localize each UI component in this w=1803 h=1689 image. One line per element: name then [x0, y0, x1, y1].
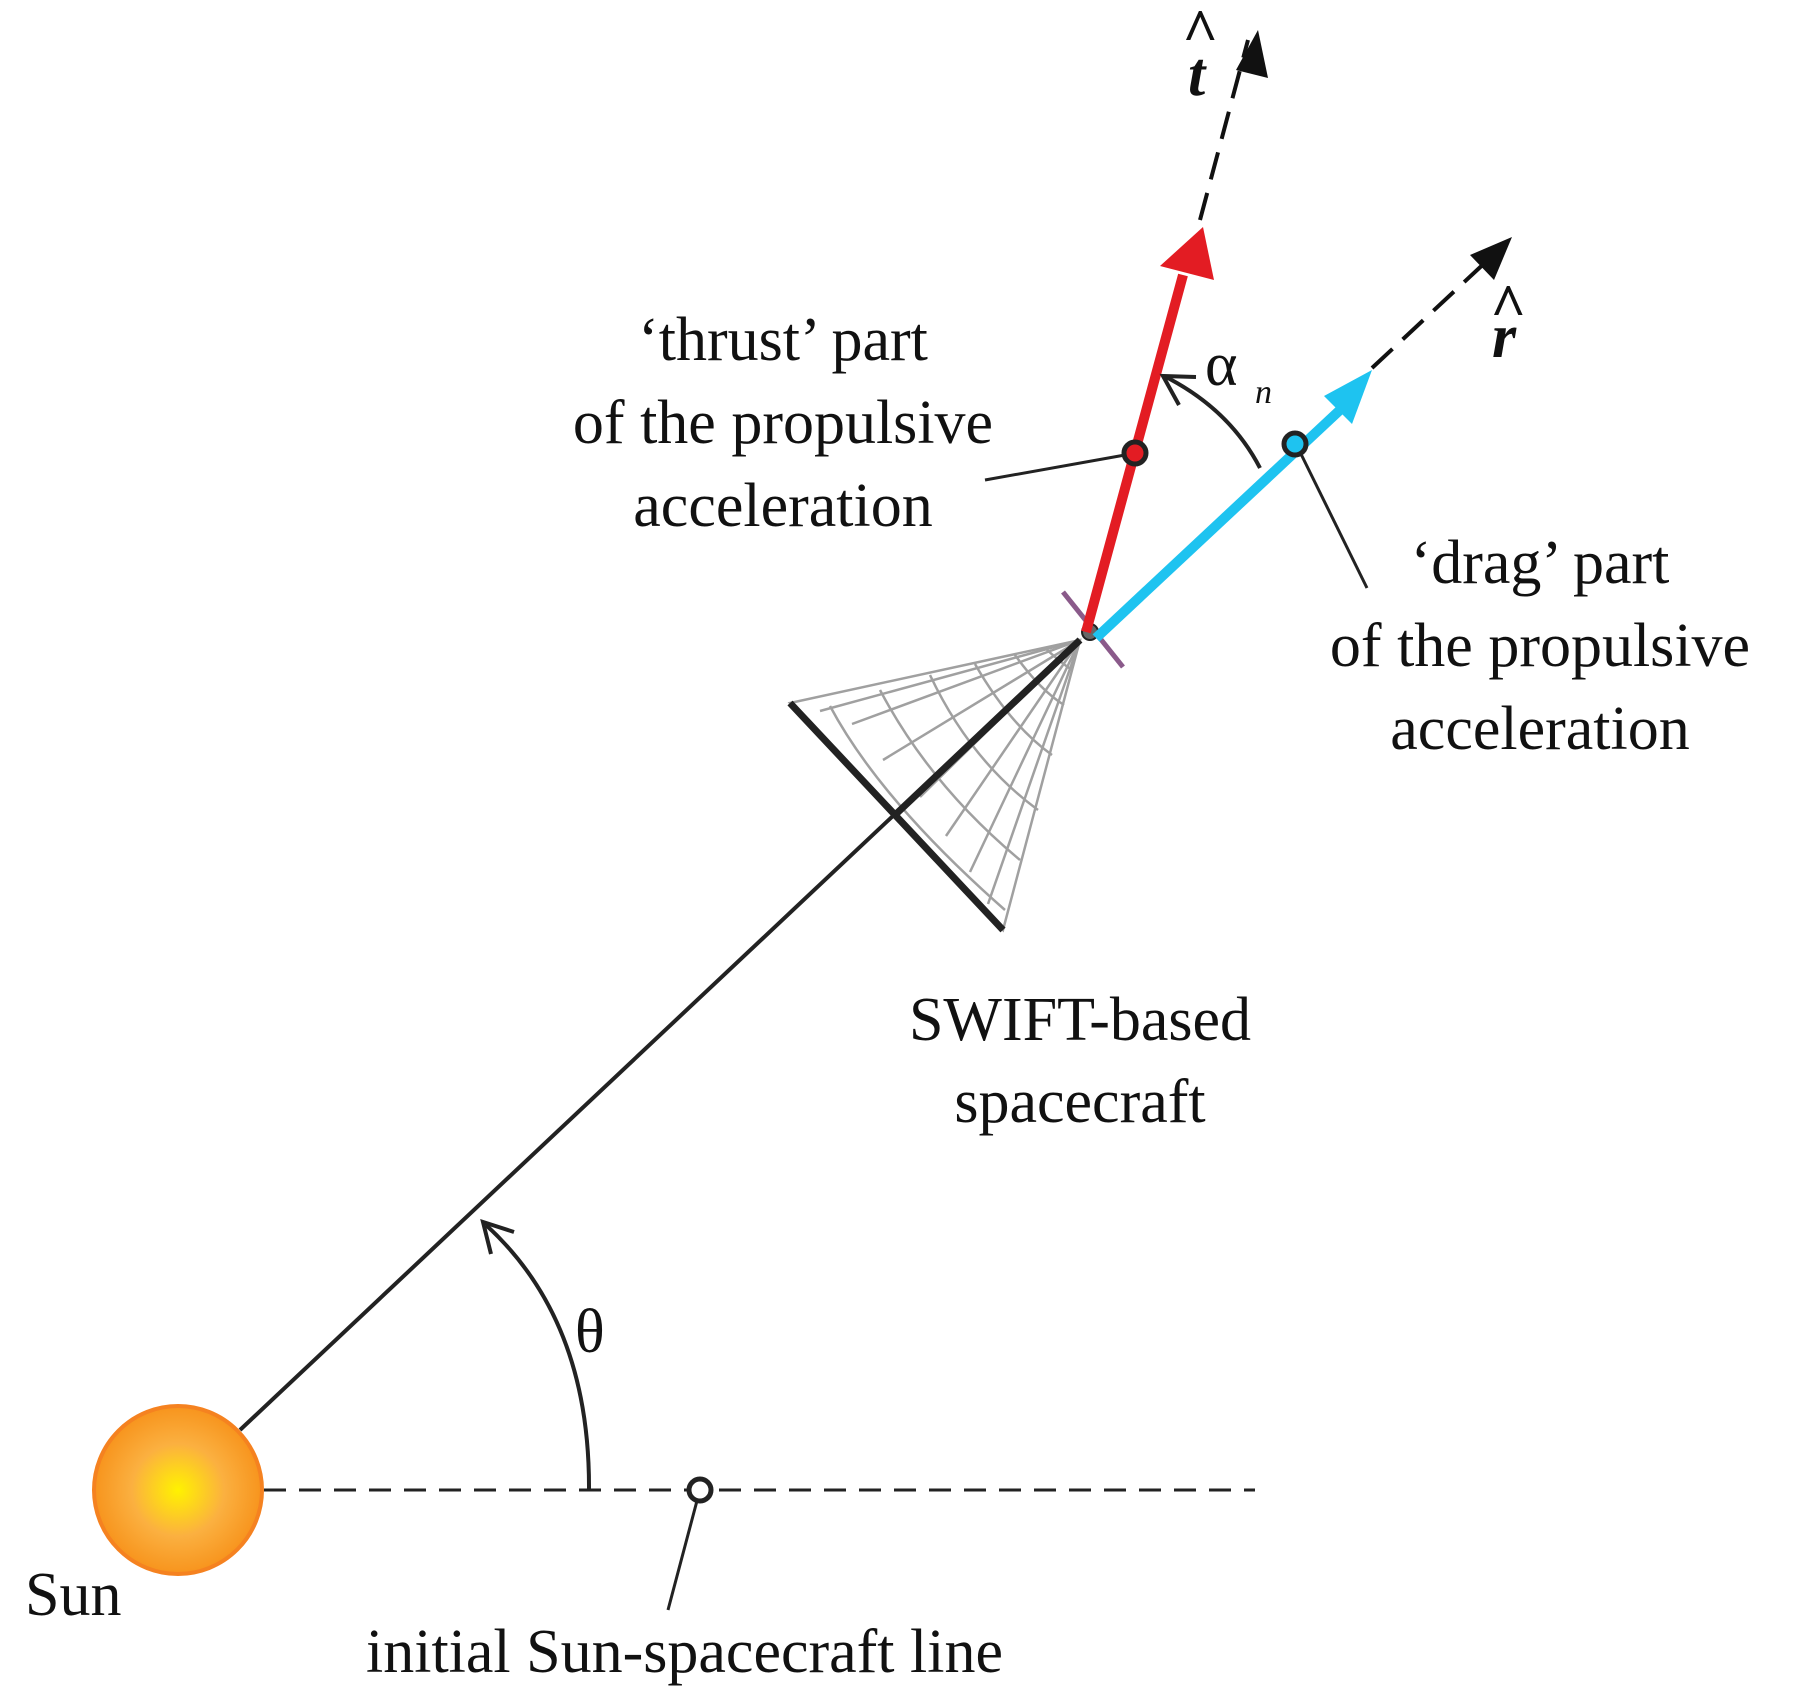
r-axis-dashed [1370, 256, 1492, 370]
alpha-arrowhead [1159, 373, 1197, 406]
spacecraft-label-1: SWIFT-based [909, 986, 1251, 1054]
drag-arrowhead [1324, 370, 1372, 424]
theta-arrowhead [480, 1218, 515, 1255]
drag-leader [1298, 451, 1369, 589]
drag-label-3: acceleration [1390, 695, 1689, 763]
sun-label: Sun [25, 1561, 121, 1629]
alpha-label: α [1205, 331, 1237, 399]
sail-boom [892, 637, 1083, 818]
spacecraft-label-2: spacecraft [954, 1068, 1205, 1136]
r-hat-label: r [1492, 303, 1517, 371]
initial-line-leader [666, 1496, 700, 1611]
thrust-arrowhead [1160, 227, 1214, 280]
sun-icon [92, 1404, 264, 1576]
theta-label: θ [575, 1298, 605, 1366]
alpha-subscript: n [1255, 374, 1272, 411]
initial-line-marker [686, 1476, 714, 1504]
initial-line-label: initial Sun-spacecraft line [366, 1618, 1003, 1686]
sail-mesh [787, 638, 1082, 933]
thrust-marker [1121, 439, 1149, 467]
r-hat-mark: ^ [1490, 273, 1525, 341]
thrust-leader [984, 453, 1126, 482]
thrust-label-3: acceleration [633, 472, 932, 540]
theta-arc [484, 1223, 592, 1491]
r-axis-arrowhead [1470, 237, 1512, 280]
t-hat-mark: ^ [1182, 0, 1217, 66]
alpha-arc [1165, 375, 1262, 469]
thrust-label-2: of the propulsive [573, 389, 993, 457]
t-hat-label: t [1188, 41, 1207, 109]
thrust-label-1: ‘thrust’ part [638, 306, 928, 374]
t-axis-arrowhead [1236, 30, 1268, 78]
drag-marker [1281, 430, 1309, 458]
drag-label-1: ‘drag’ part [1411, 529, 1670, 597]
t-axis-dashed [1198, 39, 1250, 221]
drag-label-2: of the propulsive [1330, 612, 1750, 680]
